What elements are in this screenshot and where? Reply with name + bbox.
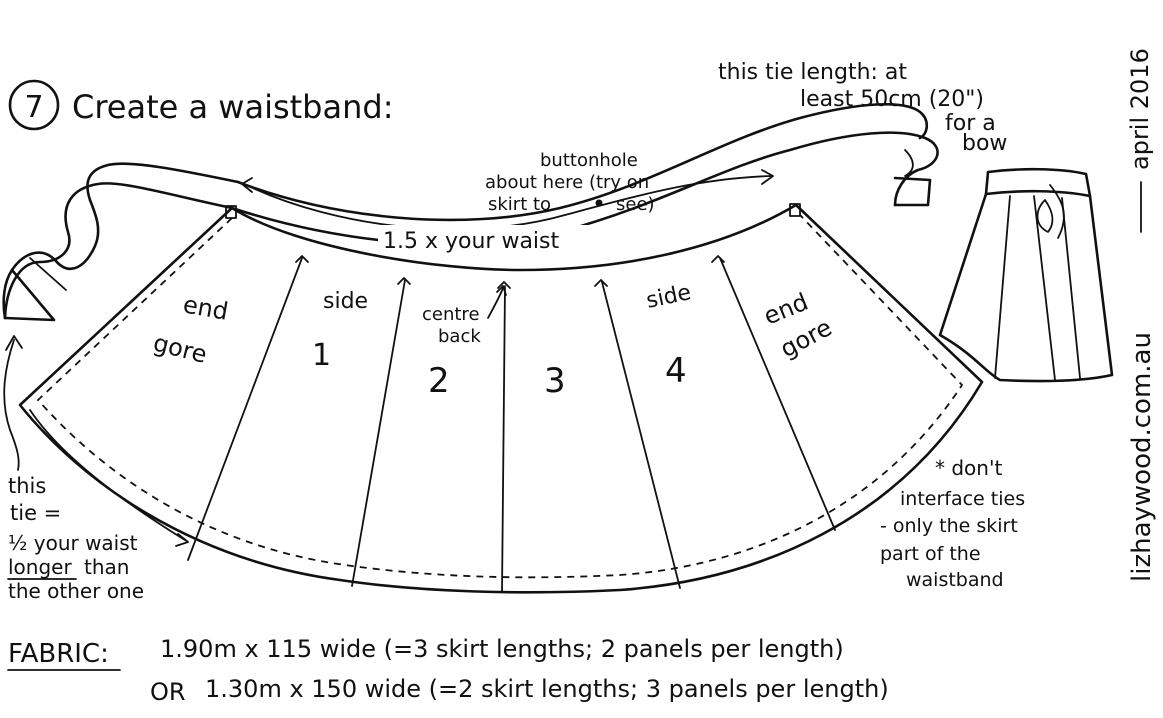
panel-labels: end gore side 1 centre back 2 3 side 4 e… — [151, 280, 837, 401]
side-credit: april 2016 lizhaywood.com.au — [1126, 48, 1157, 582]
panel-centre-back-line1: centre — [422, 304, 480, 325]
buttonhole-line4: see) — [616, 194, 655, 215]
left-tie-line3: ½ your waist — [8, 531, 138, 555]
step-number: 7 — [24, 90, 43, 125]
fabric-label: FABRIC: — [8, 639, 109, 669]
panel-side-1-line1: side — [323, 289, 368, 314]
step-heading: 7 Create a waistband: — [8, 79, 393, 131]
panel-3-number: 3 — [544, 361, 566, 401]
buttonhole-dot — [595, 199, 603, 207]
left-tie-line2: tie = — [10, 501, 61, 525]
buttonhole-line1: buttonhole — [540, 150, 638, 171]
panel-side-1-number: 1 — [312, 338, 331, 373]
tie-length-line2: least 50cm (20") — [800, 87, 984, 112]
waistband-strip — [2, 102, 939, 322]
fabric-line1: 1.90m x 115 wide (=3 skirt lengths; 2 pa… — [160, 635, 844, 663]
step-title: Create a waistband: — [72, 88, 393, 126]
interface-line1: * don't — [935, 456, 1002, 480]
interface-line2: interface ties — [900, 488, 1025, 510]
waist-length-arrow: 1.5 x your waist — [241, 169, 774, 254]
left-tie-line4-rest: than — [84, 555, 129, 579]
step-number-circle — [8, 79, 60, 131]
interface-line3: - only the skirt — [880, 515, 1018, 537]
panel-2-number: 2 — [428, 361, 450, 401]
interface-note: * don't interface ties - only the skirt … — [880, 456, 1025, 591]
left-tie-line1: this — [8, 474, 46, 498]
fabric-line2: 1.30m x 150 wide (=2 skirt lengths; 3 pa… — [205, 675, 889, 703]
left-tie-line5: the other one — [8, 579, 144, 603]
panel-end-gore-left-line2: gore — [151, 329, 210, 369]
tie-length-line1: this tie length: at — [718, 60, 907, 85]
interface-line5: waistband — [906, 569, 1004, 591]
buttonhole-note: buttonhole about here (try on skirt to s… — [485, 150, 655, 215]
left-tie-note: this tie = ½ your waist longer than the … — [3, 335, 189, 603]
waist-label: 1.5 x your waist — [383, 229, 560, 254]
buttonhole-line3: skirt to — [488, 194, 551, 215]
fabric-line2-prefix: OR — [150, 678, 186, 706]
interface-line4: part of the — [880, 543, 981, 565]
credit-site: lizhaywood.com.au — [1127, 332, 1157, 582]
tie-length-line4: bow — [962, 131, 1007, 156]
panel-centre-back-line2: back — [438, 326, 481, 347]
left-tie-line4: longer — [8, 555, 72, 579]
credit-date: april 2016 — [1126, 48, 1154, 170]
tie-length-line3: for a — [945, 111, 996, 136]
fabric-requirement: FABRIC: 1.90m x 115 wide (=3 skirt lengt… — [7, 635, 889, 706]
panel-4-number: 4 — [665, 351, 687, 391]
skirt-panels — [18, 203, 984, 594]
panel-end-gore-left-line1: end — [181, 290, 230, 325]
finished-skirt-sketch — [938, 167, 1114, 383]
buttonhole-line2: about here (try on — [485, 172, 649, 193]
panel-side-4-line1: side — [644, 280, 693, 314]
tie-length-note: this tie length: at least 50cm (20") for… — [718, 60, 1007, 156]
